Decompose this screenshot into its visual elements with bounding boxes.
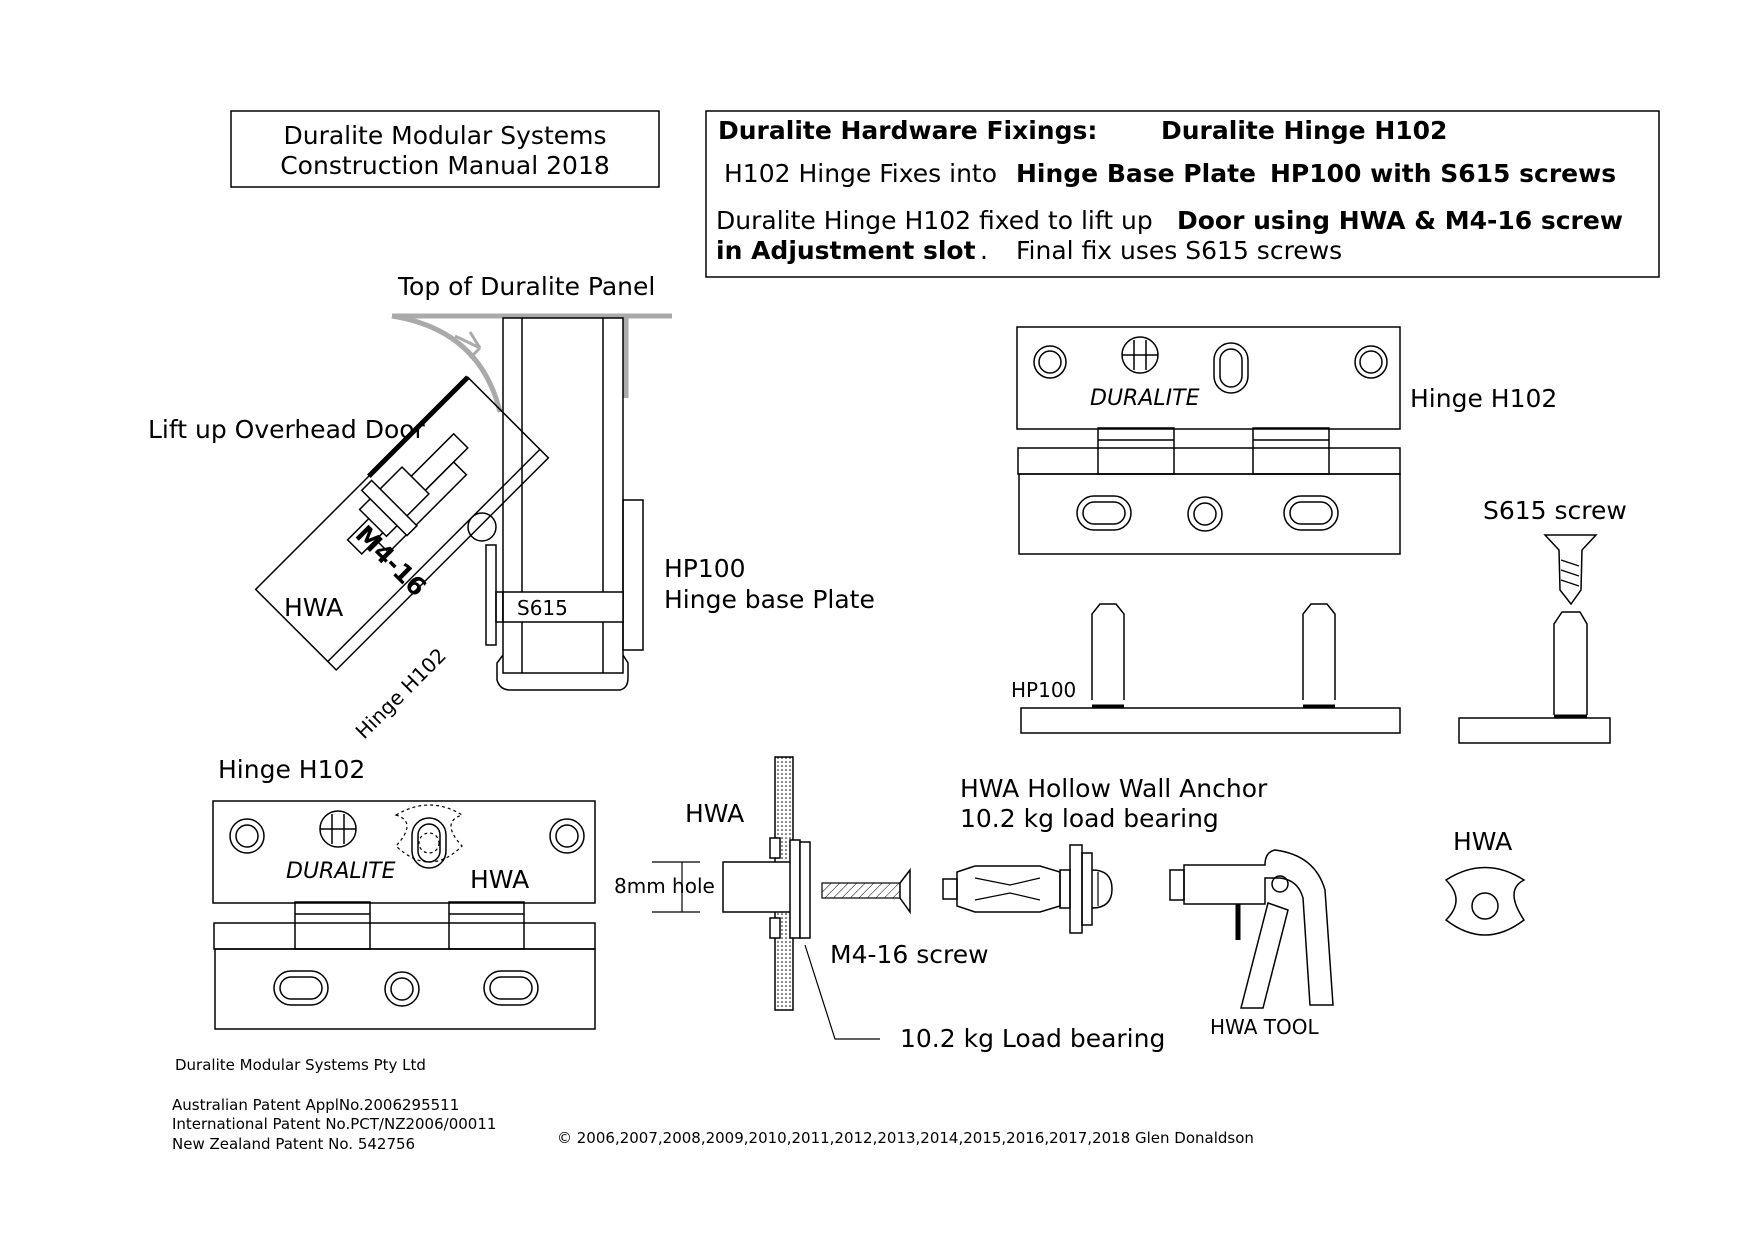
label-load-bearing: 10.2 kg Load bearing	[900, 1024, 1165, 1053]
label-hwa-door: HWA	[284, 593, 343, 622]
label-hp100-desc: Hinge base Plate	[664, 585, 875, 614]
label-s615-door: S615	[517, 596, 568, 620]
footer-copyright: © 2006,2007,2008,2009,2010,2011,2012,201…	[557, 1129, 1254, 1147]
info-line-2a: H102 Hinge Fixes into	[724, 159, 997, 188]
label-duralite-bottom-left: DURALITE	[286, 859, 396, 884]
label-8mm-hole: 8mm hole	[614, 874, 715, 898]
footer: Duralite Modular Systems Pty Ltd Austral…	[172, 1056, 1254, 1153]
hwa-tool: HWA TOOL	[1169, 849, 1334, 1039]
label-m4-screw: M4-16 screw	[830, 940, 989, 969]
hwa-plan: HWA	[1444, 827, 1526, 936]
info-line-4a: in Adjustment slot	[716, 236, 976, 265]
label-hwa-anchor-1: HWA Hollow Wall Anchor	[960, 774, 1268, 803]
label-duralite-right: DURALITE	[1090, 386, 1200, 411]
info-heading: Duralite Hardware Fixings:	[718, 116, 1097, 145]
label-hinge-rotated: Hinge H102	[351, 643, 451, 743]
label-hp100: HP100	[664, 554, 746, 583]
footer-patent-2: International Patent No.PCT/NZ2006/00011	[172, 1115, 496, 1133]
info-line-4b: .	[980, 236, 988, 265]
footer-patent-3: New Zealand Patent No. 542756	[172, 1135, 415, 1153]
label-hwa-anchor-2: 10.2 kg load bearing	[960, 804, 1219, 833]
hinge-right: DURALITE Hinge H102	[1016, 326, 1557, 555]
hinge-bottom-left: Hinge H102 DURALITE HWA	[212, 755, 596, 1030]
label-hwa-right: HWA	[1453, 827, 1512, 856]
label-hwa-tool: HWA TOOL	[1210, 1015, 1319, 1039]
door-assembly: Top of Duralite Panel S615 HP100 Hinge b…	[148, 272, 875, 744]
label-s615-screw: S615 screw	[1483, 496, 1627, 525]
info-line-2c: HP100 with S615 screws	[1270, 159, 1616, 188]
info-line-2b: Hinge Base Plate	[1016, 159, 1256, 188]
title-line-1: Duralite Modular Systems	[283, 121, 606, 150]
label-hinge-bottom-left: Hinge H102	[218, 755, 365, 784]
label-lift-door: Lift up Overhead Door	[148, 415, 426, 444]
info-line-3a: Duralite Hinge H102 fixed to lift up	[716, 206, 1153, 235]
info-line-3b: Door using HWA & M4-16 screw	[1177, 206, 1623, 235]
footer-patent-1: Australian Patent ApplNo.2006295511	[172, 1096, 459, 1114]
label-top-panel: Top of Duralite Panel	[397, 272, 655, 301]
title-box: Duralite Modular Systems Construction Ma…	[230, 110, 660, 188]
s615-screw: S615 screw	[1458, 496, 1627, 744]
hp100-plate: HP100	[1011, 603, 1401, 734]
label-hp100-small: HP100	[1011, 678, 1076, 702]
info-line-4c: Final fix uses S615 screws	[1016, 236, 1342, 265]
m4-screw	[821, 867, 911, 915]
info-hinge-name: Duralite Hinge H102	[1161, 116, 1447, 145]
footer-company: Duralite Modular Systems Pty Ltd	[175, 1056, 426, 1074]
label-hinge-right: Hinge H102	[1410, 384, 1557, 413]
hwa-wall-section: HWA 8mm hole M4-16 screw 10.2 kg Load be…	[614, 756, 1165, 1053]
hwa-anchor: HWA Hollow Wall Anchor 10.2 kg load bear…	[942, 774, 1268, 934]
info-box: Duralite Hardware Fixings: Duralite Hing…	[705, 110, 1660, 278]
label-hwa-bottom-left: HWA	[470, 865, 529, 894]
title-line-2: Construction Manual 2018	[280, 151, 610, 180]
label-hwa-wall: HWA	[685, 799, 744, 828]
